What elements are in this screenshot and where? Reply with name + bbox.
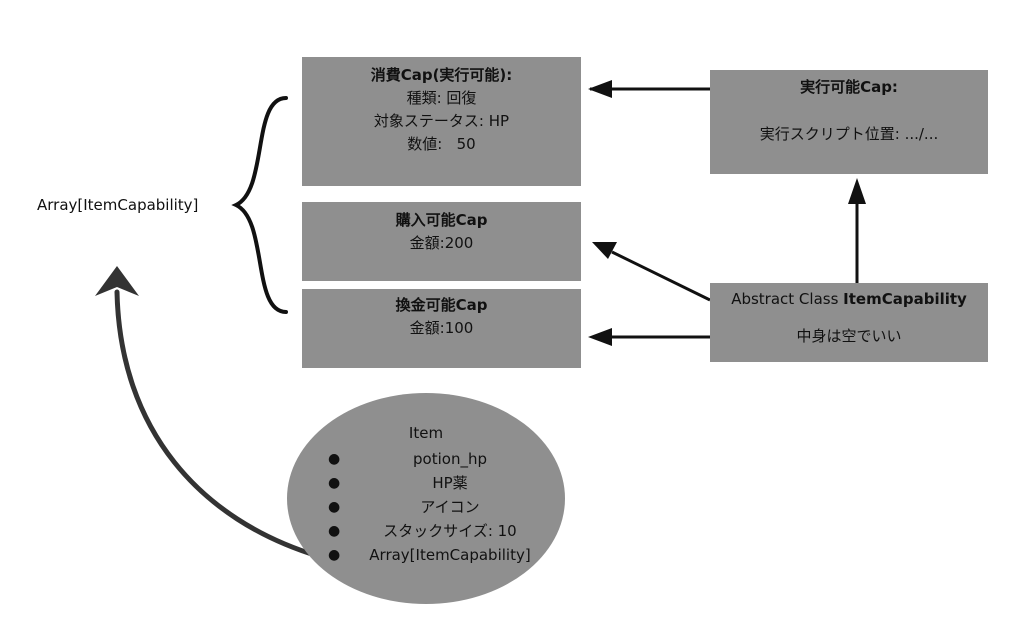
item-field-row: ● スタックサイズ: 10: [320, 519, 550, 543]
abstract-class-box: Abstract Class ItemCapability 中身は空でいい: [710, 283, 988, 362]
abstract-class-name: ItemCapability: [843, 290, 967, 308]
arrowhead-exchange: [588, 328, 612, 346]
abstract-class-note: 中身は空でいい: [796, 327, 902, 345]
abstract-class-heading: Abstract Class ItemCapability: [710, 288, 988, 311]
exchange-cap-title: 換金可能Cap: [395, 296, 488, 314]
arrowhead-exec: [848, 178, 866, 204]
abstract-class-prefix: Abstract Class: [731, 290, 844, 308]
item-title: Item: [408, 424, 444, 442]
exchange-cap-box: 換金可能Cap 金額:100: [302, 289, 581, 368]
bullet-icon: ●: [328, 499, 341, 515]
array-label: Array[ItemCapability]: [37, 196, 199, 214]
consume-cap-target: 対象ステータス: HP: [373, 112, 510, 130]
buy-cap-price: 金額:200: [409, 234, 474, 252]
item-field-row: ● アイコン: [320, 495, 550, 519]
consume-cap-type: 種類: 回復: [406, 89, 477, 107]
arrowhead-consume: [588, 80, 612, 98]
arrowhead-buy: [592, 242, 617, 259]
bullet-icon: ●: [328, 523, 341, 539]
bullet-icon: ●: [328, 547, 341, 563]
consume-cap-value: 数値: 50: [407, 135, 476, 153]
bullet-icon: ●: [328, 475, 341, 491]
item-field-name: HP薬: [432, 474, 468, 492]
buy-cap-box: 購入可能Cap 金額:200: [302, 202, 581, 281]
consume-cap-title: 消費Cap(実行可能):: [370, 66, 513, 84]
item-field-row: ● HP薬: [320, 471, 550, 495]
bullet-icon: ●: [328, 451, 341, 467]
curly-brace: [231, 96, 288, 314]
arrow-abstract-to-buy: [611, 250, 711, 302]
exec-cap-title: 実行可能Cap:: [800, 78, 898, 96]
item-ellipse: [287, 393, 565, 604]
exec-cap-script: 実行スクリプト位置: .../...: [759, 125, 939, 143]
buy-cap-title: 購入可能Cap: [395, 211, 488, 229]
exec-cap-box: 実行可能Cap: 実行スクリプト位置: .../...: [710, 70, 988, 174]
exchange-cap-price: 金額:100: [409, 319, 474, 337]
item-field-icon: アイコン: [420, 498, 480, 516]
item-field-id: potion_hp: [413, 450, 487, 468]
item-field-row: ● Array[ItemCapability]: [320, 543, 550, 567]
consume-cap-box: 消費Cap(実行可能): 種類: 回復 対象ステータス: HP 数値: 50: [302, 57, 581, 186]
item-field-capabilities: Array[ItemCapability]: [369, 546, 531, 564]
curved-arrowhead: [95, 266, 139, 296]
item-field-stack-size: スタックサイズ: 10: [383, 522, 517, 540]
item-field-row: ● potion_hp: [320, 447, 550, 471]
